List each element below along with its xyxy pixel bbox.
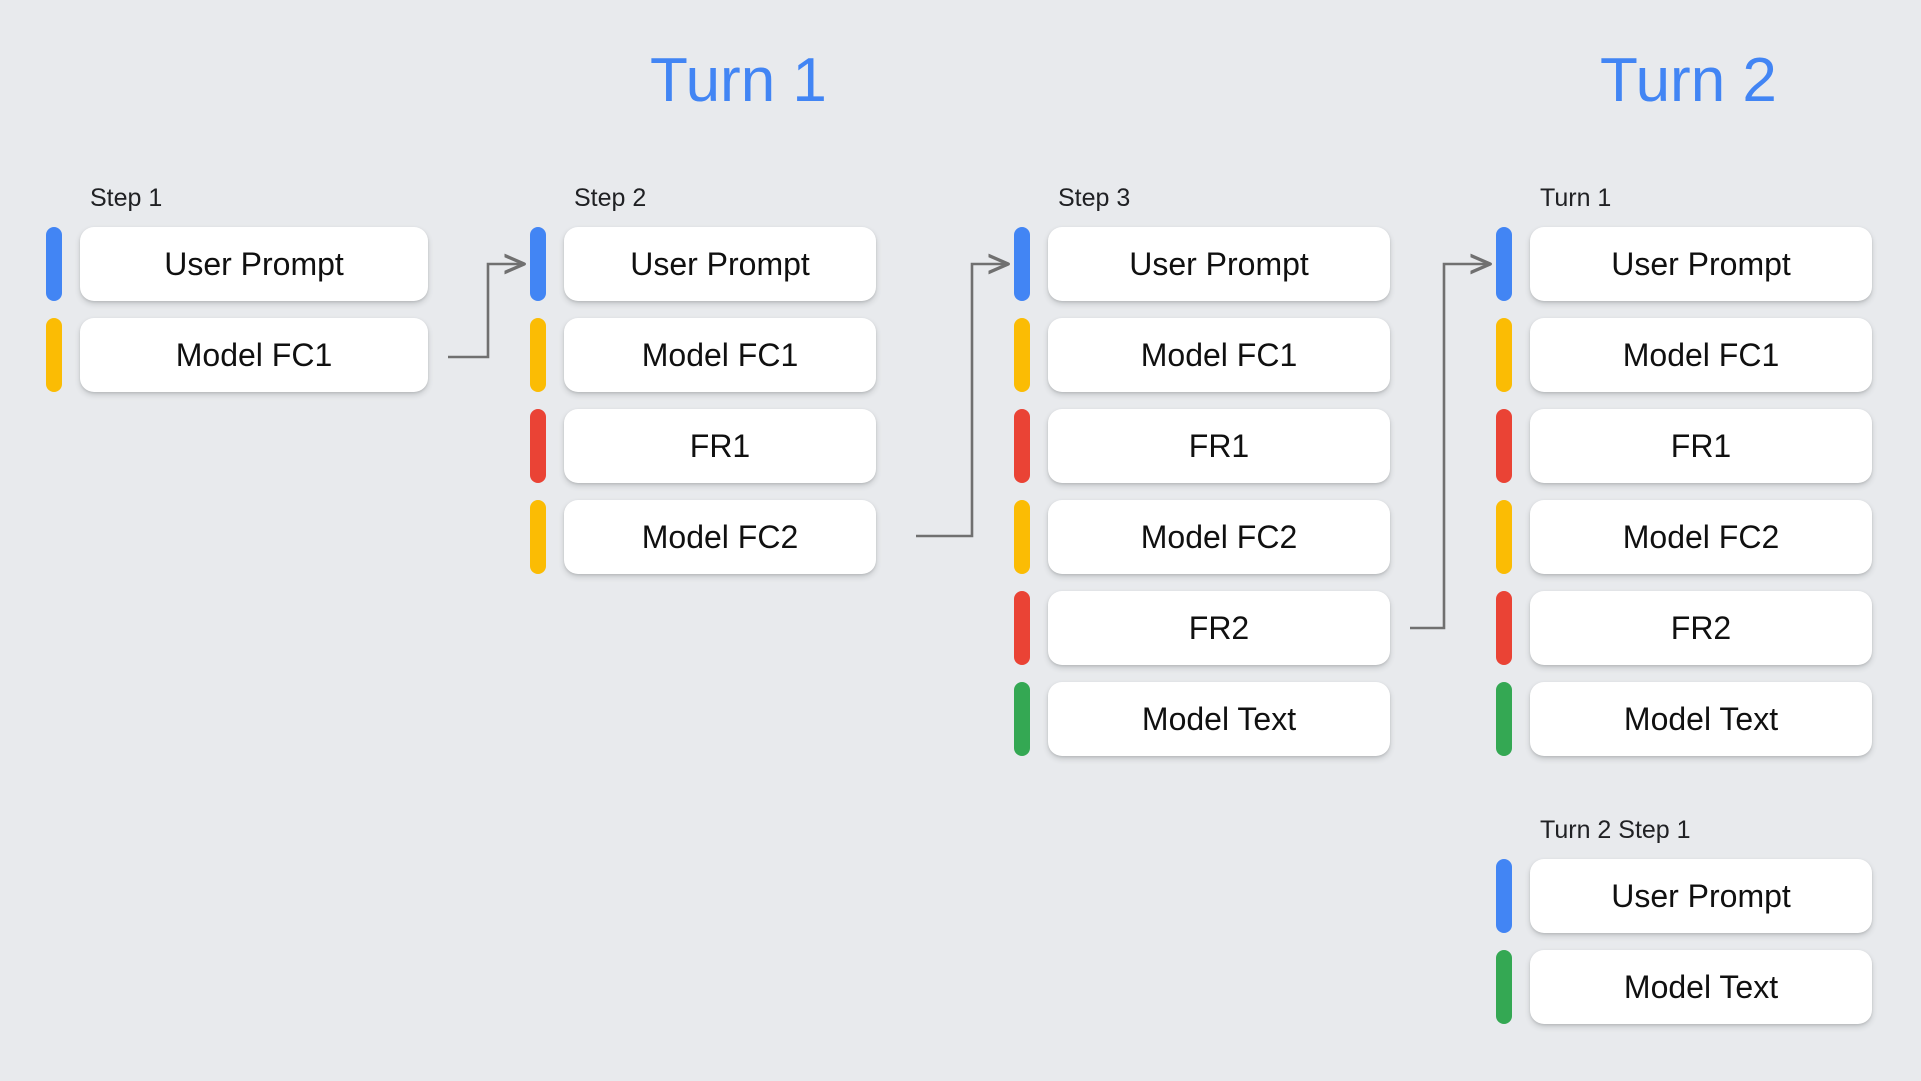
row-label: Model FC2 bbox=[1622, 519, 1780, 555]
row-card: User Prompt bbox=[564, 227, 876, 301]
connector-step2-to-step3 bbox=[916, 264, 1008, 538]
row-item: User Prompt bbox=[1496, 227, 1872, 301]
row-card: Model FC1 bbox=[1530, 318, 1872, 392]
column-label-turn-1: Turn 1 bbox=[1540, 184, 1612, 212]
row-card: User Prompt bbox=[1048, 227, 1390, 301]
row-color-bar-yellow bbox=[1014, 500, 1030, 574]
row-item: Model Text bbox=[1014, 682, 1390, 756]
row-card: FR2 bbox=[1530, 591, 1872, 665]
row-color-bar-blue bbox=[46, 227, 62, 301]
row-color-bar-green bbox=[1014, 682, 1030, 756]
row-item: FR2 bbox=[1496, 591, 1872, 665]
row-label: User Prompt bbox=[1611, 246, 1791, 282]
row-label: Model FC1 bbox=[175, 337, 333, 373]
row-label: FR2 bbox=[1188, 610, 1250, 646]
row-label: FR2 bbox=[1670, 610, 1732, 646]
row-item: Model Text bbox=[1496, 950, 1872, 1024]
row-color-bar-blue bbox=[1496, 227, 1512, 301]
row-color-bar-blue bbox=[1014, 227, 1030, 301]
column-label-step-2: Step 2 bbox=[574, 184, 647, 212]
row-card: Model FC1 bbox=[1048, 318, 1390, 392]
row-item: FR1 bbox=[530, 409, 876, 483]
row-card: User Prompt bbox=[80, 227, 428, 301]
row-item: Model FC1 bbox=[1014, 318, 1390, 392]
row-label: Model Text bbox=[1141, 701, 1297, 737]
column-label-step-1: Step 1 bbox=[90, 184, 163, 212]
row-label: Model FC1 bbox=[641, 337, 799, 373]
column-label-step-3: Step 3 bbox=[1058, 184, 1131, 212]
turn-1-title: Turn 1 bbox=[650, 46, 827, 115]
row-card: Model FC1 bbox=[80, 318, 428, 392]
row-card: Model Text bbox=[1530, 682, 1872, 756]
row-color-bar-yellow bbox=[1496, 318, 1512, 392]
row-item: User Prompt bbox=[1014, 227, 1390, 301]
row-card: FR1 bbox=[1048, 409, 1390, 483]
row-label: User Prompt bbox=[1129, 246, 1309, 282]
row-item: Model FC1 bbox=[46, 318, 428, 392]
row-color-bar-blue bbox=[530, 227, 546, 301]
row-item: Model FC2 bbox=[1496, 500, 1872, 574]
turn-2-title: Turn 2 bbox=[1600, 46, 1777, 115]
row-item: User Prompt bbox=[530, 227, 876, 301]
row-color-bar-green bbox=[1496, 950, 1512, 1024]
row-item: User Prompt bbox=[1496, 859, 1872, 933]
row-color-bar-red bbox=[1014, 591, 1030, 665]
row-color-bar-yellow bbox=[530, 318, 546, 392]
row-label: FR1 bbox=[1188, 428, 1250, 464]
row-label: FR1 bbox=[689, 428, 751, 464]
row-color-bar-red bbox=[1496, 591, 1512, 665]
row-card: FR1 bbox=[564, 409, 876, 483]
row-label: User Prompt bbox=[630, 246, 810, 282]
row-card: User Prompt bbox=[1530, 859, 1872, 933]
row-card: FR1 bbox=[1530, 409, 1872, 483]
row-label: User Prompt bbox=[1611, 878, 1791, 914]
row-label: Model FC2 bbox=[641, 519, 799, 555]
row-item: FR1 bbox=[1496, 409, 1872, 483]
row-label: Model Text bbox=[1623, 969, 1779, 1005]
row-item: Model FC1 bbox=[1496, 318, 1872, 392]
row-color-bar-red bbox=[1014, 409, 1030, 483]
row-item: Model Text bbox=[1496, 682, 1872, 756]
connector-step1-to-step2 bbox=[448, 264, 524, 359]
column-label-turn-2-step-1: Turn 2 Step 1 bbox=[1540, 816, 1691, 844]
row-color-bar-blue bbox=[1496, 859, 1512, 933]
row-item: FR1 bbox=[1014, 409, 1390, 483]
row-card: Model FC2 bbox=[1530, 500, 1872, 574]
row-label: FR1 bbox=[1670, 428, 1732, 464]
row-card: Model FC2 bbox=[1048, 500, 1390, 574]
row-card: User Prompt bbox=[1530, 227, 1872, 301]
row-color-bar-red bbox=[1496, 409, 1512, 483]
row-label: Model FC1 bbox=[1622, 337, 1780, 373]
row-card: FR2 bbox=[1048, 591, 1390, 665]
row-label: Model FC2 bbox=[1140, 519, 1298, 555]
row-item: User Prompt bbox=[46, 227, 428, 301]
row-color-bar-yellow bbox=[1014, 318, 1030, 392]
row-card: Model FC1 bbox=[564, 318, 876, 392]
row-item: Model FC1 bbox=[530, 318, 876, 392]
row-label: Model FC1 bbox=[1140, 337, 1298, 373]
row-card: Model FC2 bbox=[564, 500, 876, 574]
row-item: Model FC2 bbox=[1014, 500, 1390, 574]
row-color-bar-yellow bbox=[46, 318, 62, 392]
row-color-bar-green bbox=[1496, 682, 1512, 756]
row-color-bar-yellow bbox=[1496, 500, 1512, 574]
row-card: Model Text bbox=[1048, 682, 1390, 756]
connector-step3-to-turn1 bbox=[1410, 264, 1490, 630]
row-color-bar-red bbox=[530, 409, 546, 483]
row-label: Model Text bbox=[1623, 701, 1779, 737]
row-label: User Prompt bbox=[164, 246, 344, 282]
row-color-bar-yellow bbox=[530, 500, 546, 574]
row-item: Model FC2 bbox=[530, 500, 876, 574]
row-card: Model Text bbox=[1530, 950, 1872, 1024]
row-item: FR2 bbox=[1014, 591, 1390, 665]
